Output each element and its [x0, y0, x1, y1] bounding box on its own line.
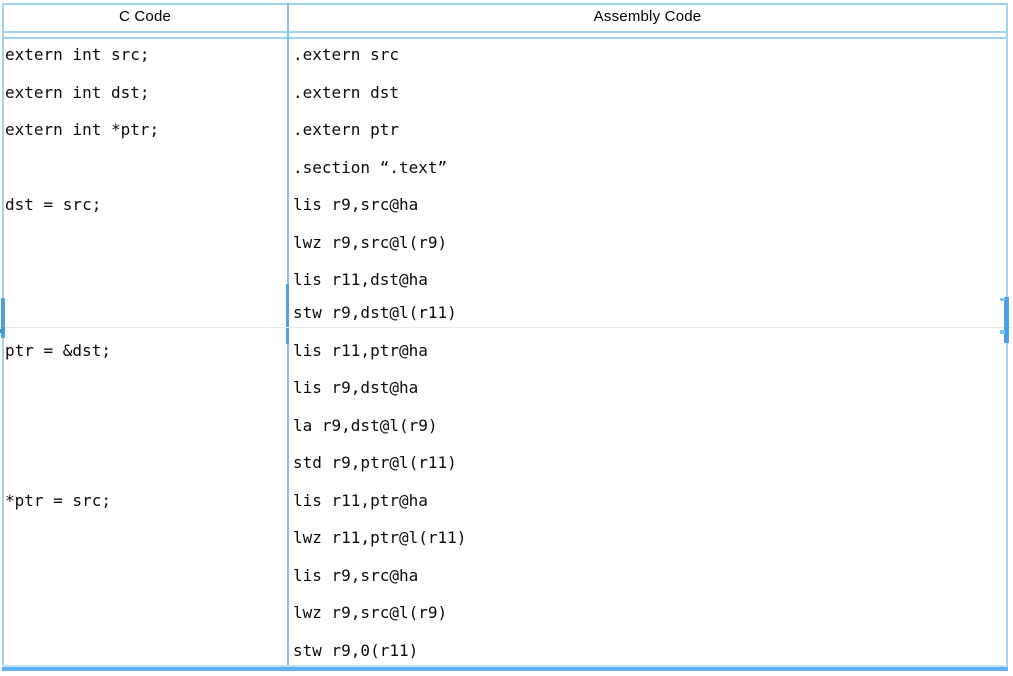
table-border-bottom-inner [2, 665, 1007, 667]
c-code-line: *ptr = src; [5, 491, 111, 510]
assembly-code-line: lis r9,src@ha [293, 566, 419, 585]
c-code-line: extern int dst; [5, 83, 150, 102]
assembly-code-line: stw r9,dst@l(r11) [293, 303, 457, 322]
assembly-code-line: lis r9,src@ha [293, 195, 419, 214]
column-divider-seam-marker [286, 284, 289, 344]
assembly-code-line: std r9,ptr@l(r11) [293, 453, 457, 472]
table-border-bottom-outer [2, 667, 1008, 671]
c-code-column-header: C Code [118, 8, 172, 25]
assembly-code-line: .extern dst [293, 83, 399, 102]
row-seam-marker-right [1004, 297, 1009, 343]
assembly-code-line: lis r11,dst@ha [293, 270, 428, 289]
assembly-code-line: lis r11,ptr@ha [293, 341, 428, 360]
assembly-code-line: .extern ptr [293, 120, 399, 139]
row-seam-line [0, 327, 1013, 328]
header-divider-line-upper [2, 31, 1007, 33]
assembly-code-line: lwz r9,src@l(r9) [293, 603, 448, 622]
row-seam-tick-right-lower [1000, 330, 1005, 334]
assembly-code-column-header: Assembly Code [593, 8, 702, 25]
assembly-code-line: lis r9,dst@ha [293, 378, 419, 397]
c-code-line: dst = src; [5, 195, 102, 214]
row-seam-tick-right-upper [1000, 298, 1005, 301]
header-divider-line-lower [2, 37, 1007, 39]
table-border-top [2, 3, 1007, 5]
c-code-line: extern int src; [5, 45, 150, 64]
assembly-code-line: .extern src [293, 45, 399, 64]
assembly-code-line: lwz r9,src@l(r9) [293, 233, 448, 252]
assembly-code-line: la r9,dst@l(r9) [293, 416, 438, 435]
assembly-code-line: lis r11,ptr@ha [293, 491, 428, 510]
c-code-line: ptr = &dst; [5, 341, 111, 360]
assembly-code-line: stw r9,0(r11) [293, 641, 419, 660]
assembly-code-line: .section “.text” [293, 158, 448, 177]
assembly-code-line: lwz r11,ptr@l(r11) [293, 528, 467, 547]
c-code-line: extern int *ptr; [5, 120, 160, 139]
row-seam-marker-left [1, 298, 5, 338]
row-seam-tick-left [0, 329, 3, 333]
